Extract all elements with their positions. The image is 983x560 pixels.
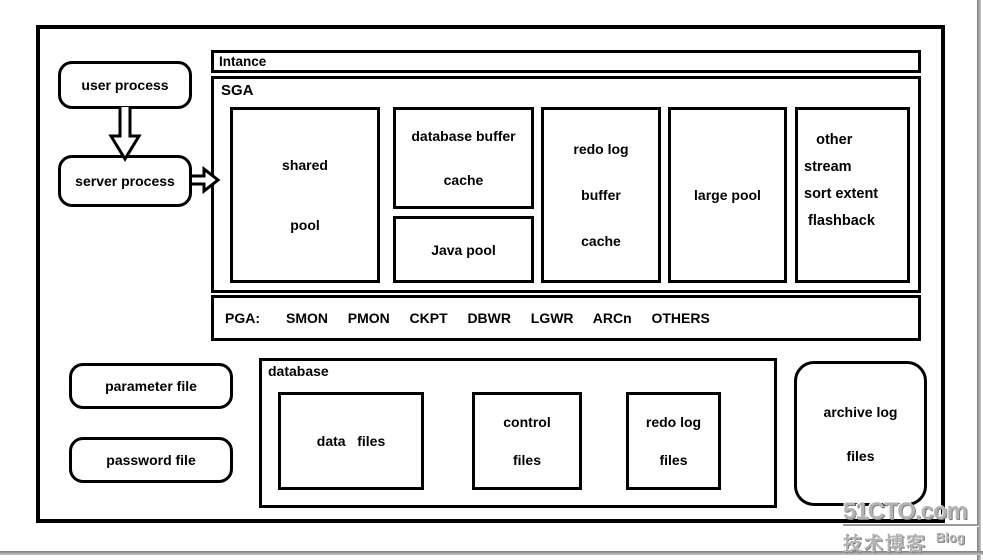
background-processes-list: SMON PMON CKPT DBWR LGWR ARCn OTHERS: [286, 310, 710, 326]
data-files-label: data files: [316, 433, 386, 449]
password-file-node: password file: [69, 437, 233, 483]
other-pools-box: other stream sort extent flashback: [795, 107, 910, 283]
redo-log-buffer-cache-label: redo log buffer cache: [573, 141, 629, 249]
database-buffer-cache-label: database buffer cache: [411, 128, 516, 188]
sga-title: SGA: [221, 82, 254, 99]
parameter-file-node: parameter file: [69, 363, 233, 409]
large-pool-box: large pool: [668, 107, 787, 283]
watermark-tagline: 技术博客: [843, 534, 928, 555]
right-arrow-icon: [192, 166, 221, 195]
other-pools-label: other stream sort extent flashback: [804, 132, 879, 229]
redo-log-files-box: redo log files: [626, 392, 721, 490]
redo-log-files-label: redo log files: [645, 414, 702, 468]
watermark-blog-badge: Blog: [936, 530, 965, 545]
instance-title-bar: Intance: [211, 50, 921, 73]
server-process-node: server process: [58, 155, 192, 207]
control-files-label: control files: [503, 414, 551, 468]
user-process-node: user process: [58, 61, 192, 109]
shared-pool-box: shared pool: [230, 107, 380, 283]
password-file-label: password file: [106, 452, 196, 468]
watermark: 51CTO.com 技术博客 Blog: [843, 500, 979, 556]
window-right-edge: [977, 0, 981, 560]
redo-log-buffer-cache-box: redo log buffer cache: [541, 107, 661, 283]
large-pool-label: large pool: [694, 187, 761, 203]
archive-log-files-label: archive log files: [823, 403, 898, 464]
archive-log-files-node: archive log files: [794, 361, 927, 506]
java-pool-label: Java pool: [431, 241, 496, 258]
pga-processes-bar: PGA: SMON PMON CKPT DBWR LGWR ARCn OTHER…: [211, 295, 921, 341]
data-files-box: data files: [278, 392, 424, 490]
window-bottom-edge: [0, 551, 983, 555]
user-process-label: user process: [81, 77, 169, 93]
server-process-label: server process: [75, 173, 175, 189]
control-files-box: control files: [472, 392, 582, 490]
parameter-file-label: parameter file: [105, 378, 197, 394]
watermark-site-logo: 51CTO.com: [843, 500, 979, 526]
database-buffer-cache-box: database buffer cache: [393, 107, 534, 209]
pga-label: PGA:: [225, 310, 260, 326]
java-pool-box: Java pool: [393, 216, 534, 283]
shared-pool-label: shared pool: [282, 157, 328, 233]
database-title: database: [268, 363, 329, 379]
instance-title: Intance: [219, 54, 267, 69]
down-arrow-icon: [108, 107, 142, 162]
